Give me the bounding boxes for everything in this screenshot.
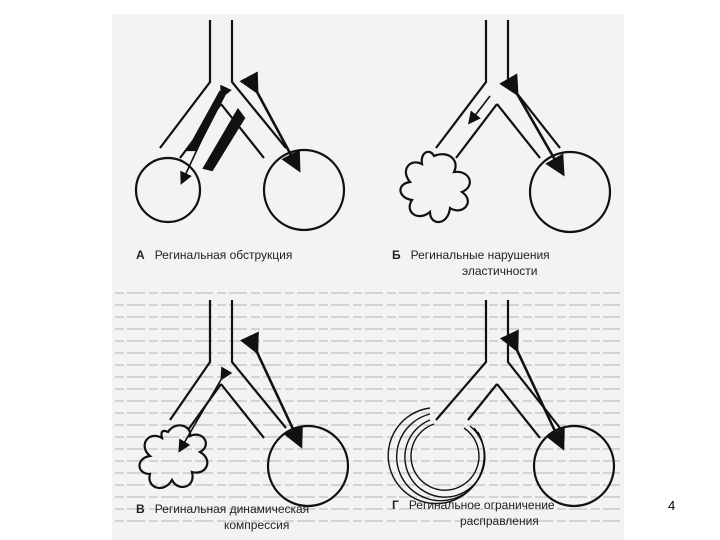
panel-c-caption-line2: компрессия: [224, 518, 289, 533]
panel-b-right-alveolus: [530, 152, 610, 232]
panel-d-caption-line1: Регинальное ограничение: [409, 498, 555, 512]
panel-c-compressed-alveolus: [140, 425, 208, 488]
panel-d-letter: Г: [392, 498, 399, 512]
panel-d-flow-arrows: [516, 348, 562, 446]
panel-c-airway: [140, 300, 349, 506]
panel-b-irregular-alveolus: [400, 152, 469, 222]
page-number: 4: [668, 498, 675, 513]
panel-d-airway: [436, 300, 614, 506]
panel-d-right-alveolus: [534, 426, 614, 506]
panel-a-airway: [136, 20, 344, 230]
panel-c-letter: В: [136, 502, 145, 516]
panel-b-letter: Б: [392, 248, 401, 262]
panel-c-caption: В Регинальная динамическая: [136, 502, 309, 517]
panel-d-caption-line2: расправления: [460, 514, 539, 529]
panel-c-caption-line1: Регинальная динамическая: [155, 502, 310, 516]
panel-a-left-alveolus: [136, 158, 200, 222]
panel-b-airway: [400, 20, 610, 232]
panel-c-right-alveolus: [268, 426, 348, 506]
panel-d-restricted-alveolus: [388, 408, 485, 504]
panel-b-caption: Б Регинальные нарушения: [392, 248, 550, 263]
panel-d-caption: Г Регинальное ограничение: [392, 498, 555, 513]
panel-a-caption: А Регинальная обструкция: [136, 248, 292, 263]
panel-a-caption-text: Регинальная обструкция: [155, 248, 293, 262]
panel-b-caption-line2: эластичности: [462, 264, 538, 279]
panel-b-caption-line1: Регинальные нарушения: [411, 248, 550, 262]
panel-a-right-alveolus: [264, 150, 344, 230]
panel-a-letter: А: [136, 248, 145, 262]
